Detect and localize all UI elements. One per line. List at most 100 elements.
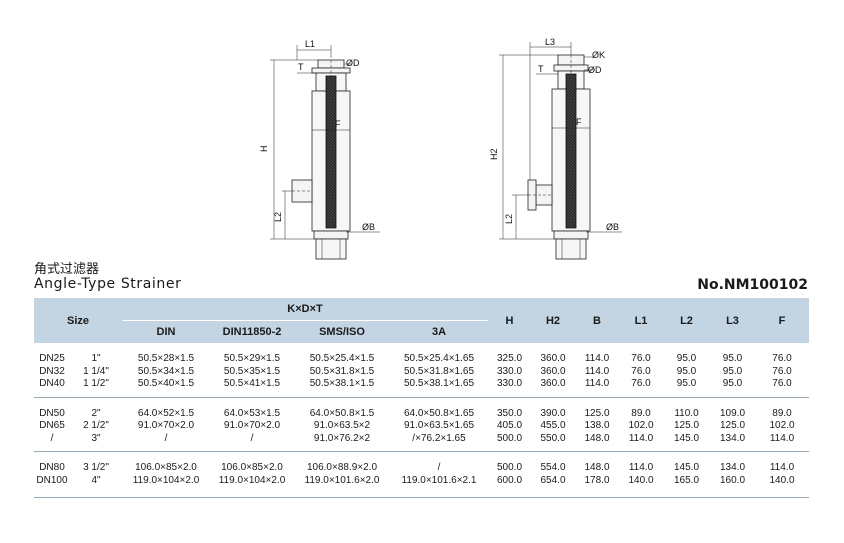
header-b: B — [575, 298, 619, 343]
cell-line: 50.5×25.4×1.65 — [403, 353, 475, 364]
cell-line: 91.0×70×2.0 — [223, 420, 281, 431]
cell-line: / — [50, 432, 54, 444]
cell-line: 140.0 — [769, 474, 795, 486]
cell-line: 50.5×31.8×1.5 — [309, 365, 375, 377]
cell-line: 50.5×41×1.5 — [223, 378, 281, 389]
cell-line: 95.0 — [676, 353, 697, 364]
cell-line: DN100 — [36, 474, 68, 486]
label-F-right: F — [576, 117, 582, 127]
cell-line: 360.0 — [540, 378, 566, 389]
header-din11850: DIN11850-2 — [210, 320, 294, 343]
cell-line: 50.5×28×1.5 — [137, 353, 195, 364]
drawing-left: L1 T ØD F H L2 ØB — [259, 39, 380, 260]
cell-line: 148.0 — [584, 462, 610, 473]
cell-line: 95.0 — [722, 378, 743, 389]
cell-line: 76.0 — [772, 365, 792, 377]
cell-line: / — [164, 432, 168, 444]
cell-line: 134.0 — [719, 462, 746, 473]
cell-line: 654.0 — [540, 474, 566, 486]
cell-line: 119.0×101.6×2.1 — [401, 474, 477, 486]
header-size: Size — [34, 298, 122, 343]
cell-line: 500.0 — [496, 432, 523, 444]
cell-line: 102.0 — [628, 420, 654, 431]
title-chinese: 角式过滤器 — [34, 262, 100, 277]
header-f: F — [755, 298, 809, 343]
cell-line: DN32 — [39, 365, 65, 377]
header-kdt: K×D×T — [122, 298, 488, 321]
cell-line: 325.0 — [496, 353, 523, 364]
cell-line: DN50 — [39, 407, 65, 419]
cell-line: 360.0 — [540, 365, 566, 377]
cell-line: 140.0 — [628, 474, 654, 486]
cell-inch: 1"1 1/4"1 1/2" — [70, 343, 122, 397]
cell-line: 95.0 — [676, 378, 697, 389]
cell-line: 95.0 — [676, 365, 697, 377]
cell-line: 145.0 — [673, 462, 700, 473]
cell-line: 138.0 — [584, 420, 610, 431]
header-h2: H2 — [531, 298, 575, 343]
label-H2: H2 — [489, 148, 499, 160]
label-T-right: T — [538, 64, 544, 74]
cell-line: 106.0×85×2.0 — [135, 462, 197, 473]
label-B-right: ØB — [606, 222, 619, 232]
spec-table: Size K×D×T H H2 B L1 L2 L3 F DIN DIN1185… — [34, 298, 809, 498]
header-h: H — [488, 298, 531, 343]
product-number: No.NM100102 — [697, 277, 808, 293]
label-D-right: ØD — [588, 65, 602, 75]
label-F-left: F — [335, 119, 341, 129]
cell-line: 114.0 — [769, 462, 795, 473]
cell-line: 114.0 — [584, 378, 610, 389]
cell-line: 76.0 — [772, 378, 792, 389]
cell-line: 550.0 — [540, 432, 566, 444]
cell-line: 600.0 — [496, 474, 523, 486]
cell-line: 350.0 — [496, 407, 523, 419]
label-D-left: ØD — [346, 58, 360, 68]
cell-line: DN40 — [39, 378, 65, 389]
cell-line: 1 1/4" — [83, 365, 109, 377]
cell-line: 125.0 — [584, 407, 610, 419]
cell-line: 119.0×104×2.0 — [132, 474, 200, 486]
cell-line: 2 1/2" — [83, 420, 109, 431]
cell-line: 109.0 — [719, 407, 746, 419]
cell-line: 110.0 — [674, 407, 699, 419]
cell-line: 91.0×76.2×2 — [313, 432, 371, 444]
cell-line: 95.0 — [722, 365, 743, 377]
cell-line: 2" — [91, 407, 101, 419]
header-3a: 3A — [390, 320, 488, 343]
cell-line: 50.5×29×1.5 — [223, 353, 281, 364]
cell-line: 119.0×101.6×2.0 — [304, 474, 380, 486]
cell-line: 89.0 — [772, 407, 792, 419]
cell-line: 125.0 — [673, 420, 700, 431]
cell-line: 50.5×34×1.5 — [137, 365, 195, 377]
cell-line: 50.5×38.1×1.5 — [309, 378, 375, 389]
cell-line: 1" — [91, 353, 101, 364]
cell-line: 160.0 — [719, 474, 746, 486]
cell-line: 102.0 — [769, 420, 795, 431]
cell-line: 148.0 — [584, 432, 610, 444]
cell-line: DN80 — [39, 462, 65, 473]
cell-line: 64.0×50.8×1.65 — [403, 407, 475, 419]
cell-line: 50.5×25.4×1.5 — [309, 353, 375, 364]
